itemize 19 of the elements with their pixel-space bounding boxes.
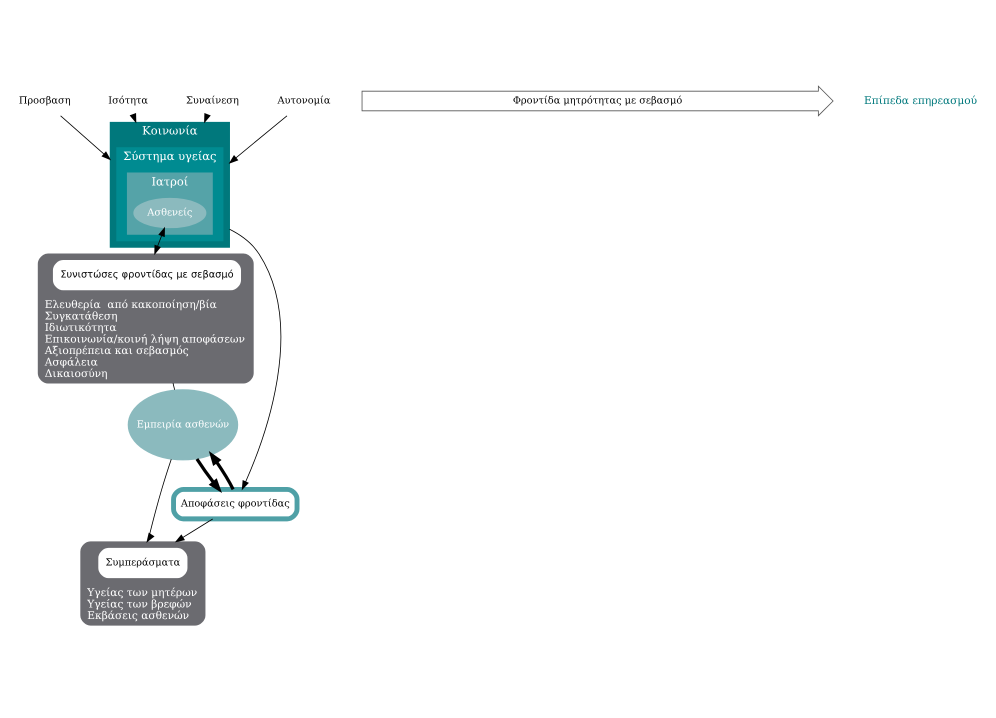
node-box: Συνιστώσες φροντίδας με σεβασμό — [52, 260, 242, 290]
arrow — [154, 226, 165, 256]
node-ellipse: Εμπειρία ασθενών — [128, 389, 238, 460]
node-text: Προσβαση — [18, 96, 71, 107]
arrow — [146, 458, 172, 543]
arrow — [208, 450, 235, 490]
node-box: Συμπεράσματα — [98, 548, 188, 578]
arrow — [174, 518, 214, 542]
arrow — [60, 115, 112, 160]
node-text: Αυτονομία — [277, 96, 330, 107]
connector — [172, 382, 176, 390]
node-ellipse: Ασθενείς — [133, 198, 206, 228]
arrow — [229, 228, 282, 490]
arrow — [228, 115, 288, 164]
node-text: Συναίνεση — [186, 96, 239, 107]
node-text: Ισότητα — [108, 96, 148, 107]
node-box: Αποφάσεις φροντίδας — [171, 486, 300, 522]
arrow — [196, 458, 222, 493]
label: Επίπεδα επηρεασμού — [864, 94, 978, 107]
